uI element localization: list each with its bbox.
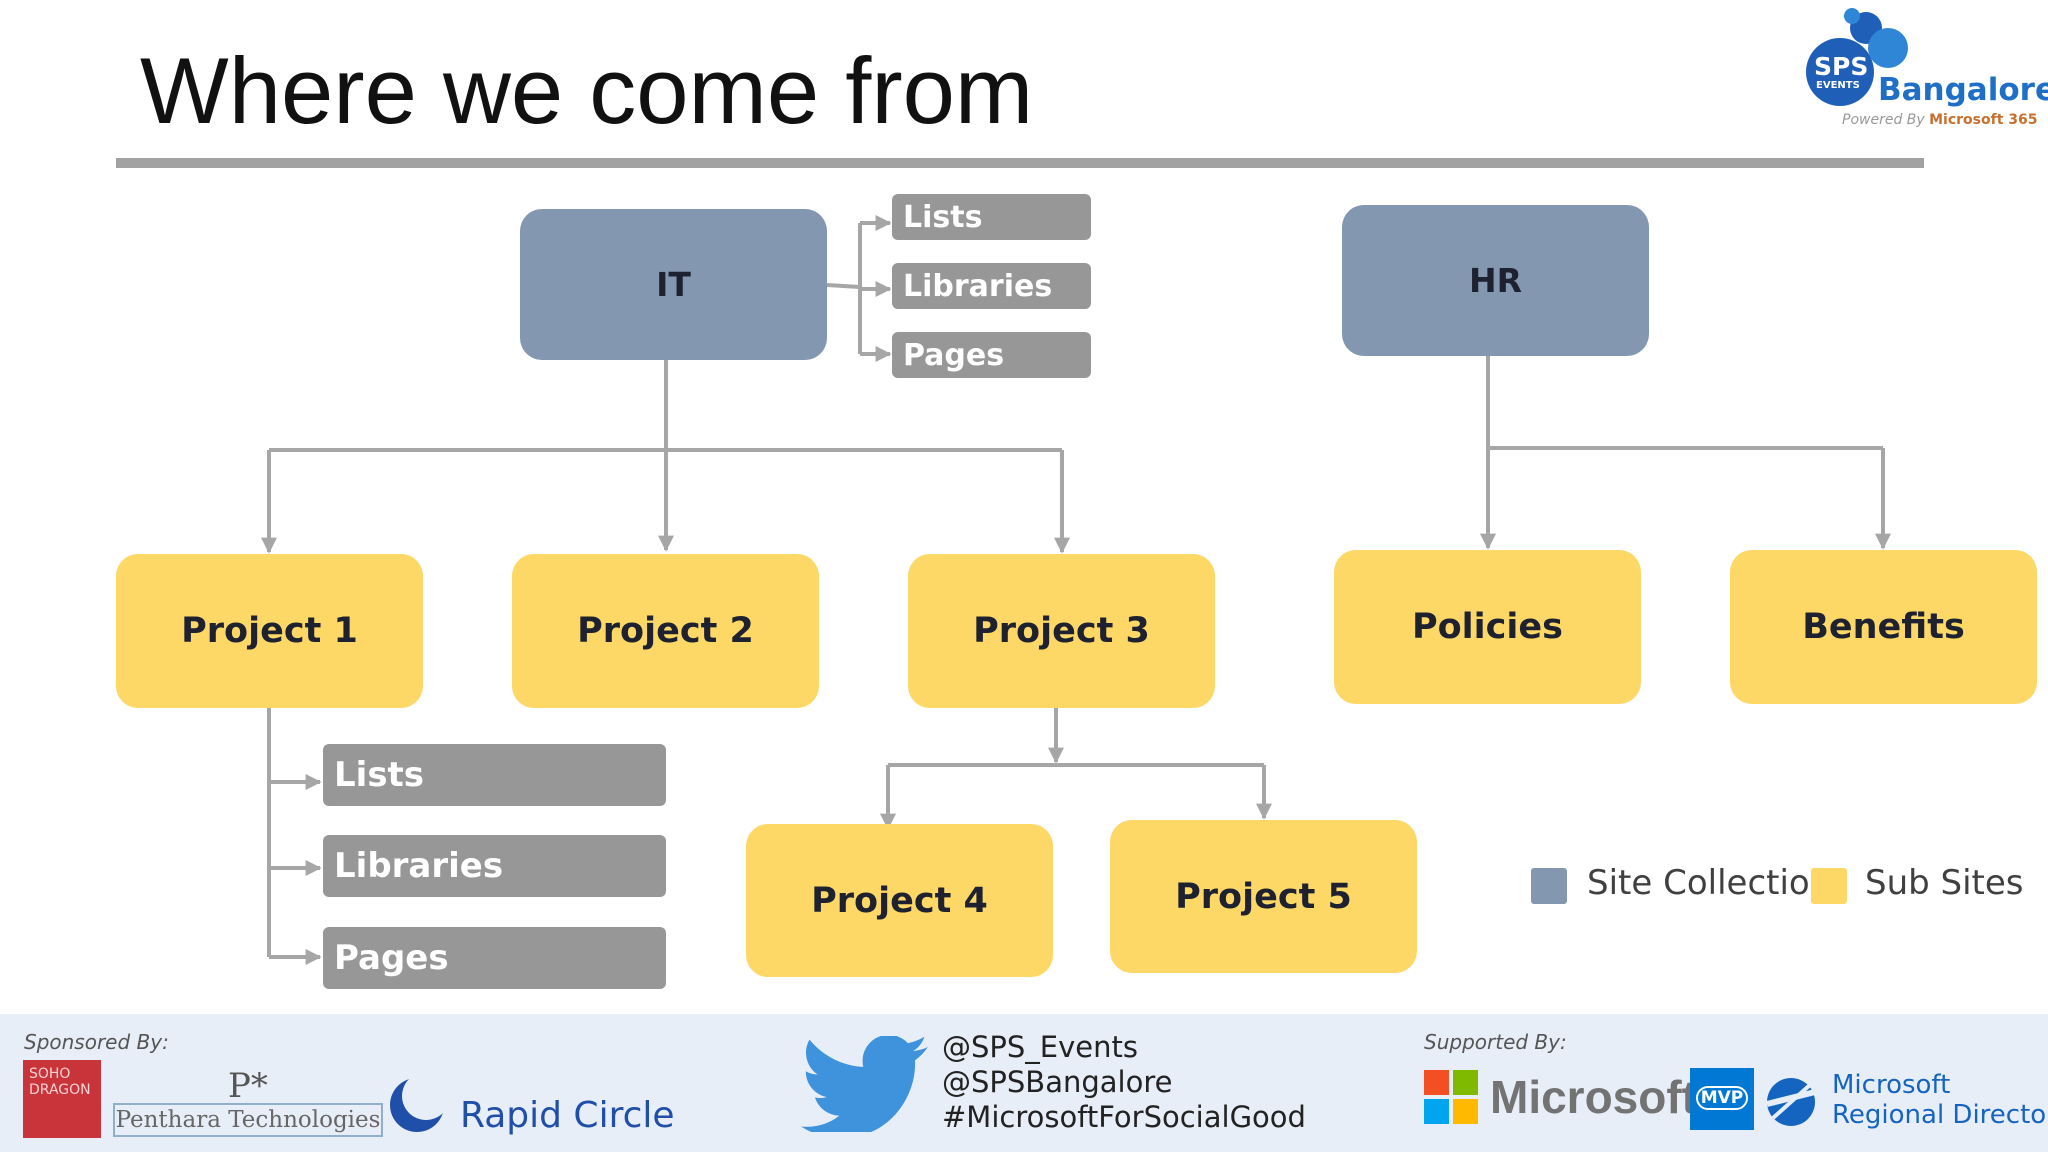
twitter-handle-bangalore: @SPSBangalore xyxy=(942,1065,1173,1099)
penthara-mark: P* xyxy=(228,1066,268,1106)
sub-site-project-3: Project 3 xyxy=(908,554,1215,708)
slide-title: Where we come from xyxy=(140,38,1034,143)
microsoft-logo-text: Microsoft xyxy=(1490,1071,1697,1123)
title-divider xyxy=(116,158,1924,168)
project1-libraries: Libraries xyxy=(323,835,666,897)
supported-by-label: Supported By: xyxy=(1424,1030,1567,1054)
sponsored-by-label: Sponsored By: xyxy=(24,1030,169,1054)
microsoft-logo-icon xyxy=(1424,1070,1478,1124)
sub-site-project-2: Project 2 xyxy=(512,554,819,708)
project1-lists: Lists xyxy=(323,744,666,806)
sub-site-policies: Policies xyxy=(1334,550,1641,704)
mvp-text: MVP xyxy=(1696,1086,1748,1110)
sps-bangalore-logo: SPS EVENTS Bangalore Powered By Microsof… xyxy=(1800,6,2048,136)
dragon-text: DRAGON xyxy=(29,1082,91,1098)
powered-prefix: Powered By xyxy=(1842,112,1925,128)
regional-director-icon xyxy=(1766,1078,1816,1126)
soho-dragon-logo: SOHO DRAGON xyxy=(23,1060,101,1138)
twitter-icon xyxy=(800,1036,928,1132)
it-libraries: Libraries xyxy=(892,263,1091,309)
it-lists: Lists xyxy=(892,194,1091,240)
sub-site-project-4: Project 4 xyxy=(746,824,1053,977)
regional-director-line1: Microsoft xyxy=(1832,1070,1951,1100)
regional-director-line2: Regional Director xyxy=(1832,1100,2048,1130)
site-collection-it: IT xyxy=(520,209,827,360)
twitter-handle-events: @SPS_Events xyxy=(942,1030,1138,1064)
rapid-circle-logo: Rapid Circle xyxy=(460,1095,675,1136)
sub-site-project-1: Project 1 xyxy=(116,554,423,708)
sub-site-benefits: Benefits xyxy=(1730,550,2037,704)
sub-site-project-5: Project 5 xyxy=(1110,820,1417,973)
twitter-hashtag: #MicrosoftForSocialGood xyxy=(942,1100,1306,1134)
site-collection-hr: HR xyxy=(1342,205,1649,356)
legend-sub-sites-label: Sub Sites xyxy=(1865,863,2024,903)
legend-site-collection-swatch xyxy=(1531,868,1567,904)
powered-brand: Microsoft 365 xyxy=(1929,112,2038,128)
sps-logo-text: SPS xyxy=(1814,52,1869,81)
sps-logo-events: EVENTS xyxy=(1816,80,1860,91)
project1-pages: Pages xyxy=(323,927,666,989)
sps-logo-icon xyxy=(1806,8,1908,106)
legend-site-collection-label: Site Collection xyxy=(1587,863,1832,903)
mvp-badge: MVP xyxy=(1690,1068,1754,1130)
legend-sub-sites-swatch xyxy=(1811,868,1847,904)
logo-powered-by: Powered By Microsoft 365 xyxy=(1842,112,2038,128)
it-pages: Pages xyxy=(892,332,1091,378)
logo-city: Bangalore xyxy=(1878,72,2048,108)
soho-text: SOHO xyxy=(29,1066,71,1082)
penthara-logo: Penthara Technologies xyxy=(113,1103,383,1137)
rapid-circle-icon xyxy=(390,1074,448,1132)
